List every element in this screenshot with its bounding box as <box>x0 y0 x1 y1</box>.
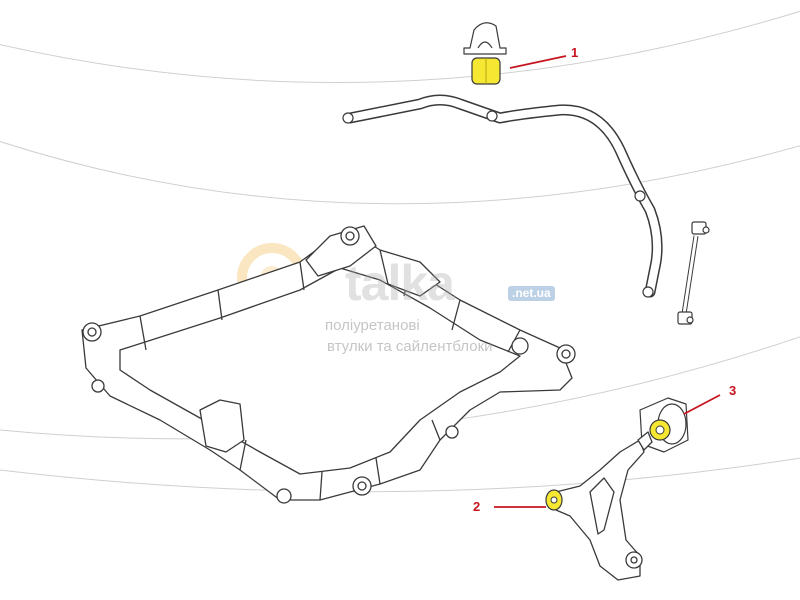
stabilizer-bushing <box>471 57 501 85</box>
stabilizer-link <box>677 221 710 325</box>
callout-number-3: 3 <box>729 383 737 398</box>
stabilizer-bracket <box>463 22 507 55</box>
watermark-brand: talka <box>345 255 455 311</box>
subframe <box>81 225 576 504</box>
callout-leader-3 <box>683 394 721 415</box>
front-arm-bushing <box>545 489 563 511</box>
callout-leaders <box>494 55 721 508</box>
stabilizer-bar <box>342 94 663 298</box>
lower-control-arm <box>555 431 653 581</box>
watermark-domain: .net.ua <box>508 286 555 302</box>
callout-leader-1 <box>509 55 567 69</box>
callout-number-2: 2 <box>473 499 481 514</box>
background-arc <box>0 10 800 84</box>
callout-number-1: 1 <box>571 45 579 60</box>
rear-arm-bushing <box>649 419 671 441</box>
background-arc <box>0 140 800 205</box>
background-arc <box>0 457 800 493</box>
watermark-tagline-2: втулки та сайлентблоки <box>327 338 493 355</box>
watermark-tagline-1: поліуретанові <box>325 317 420 334</box>
